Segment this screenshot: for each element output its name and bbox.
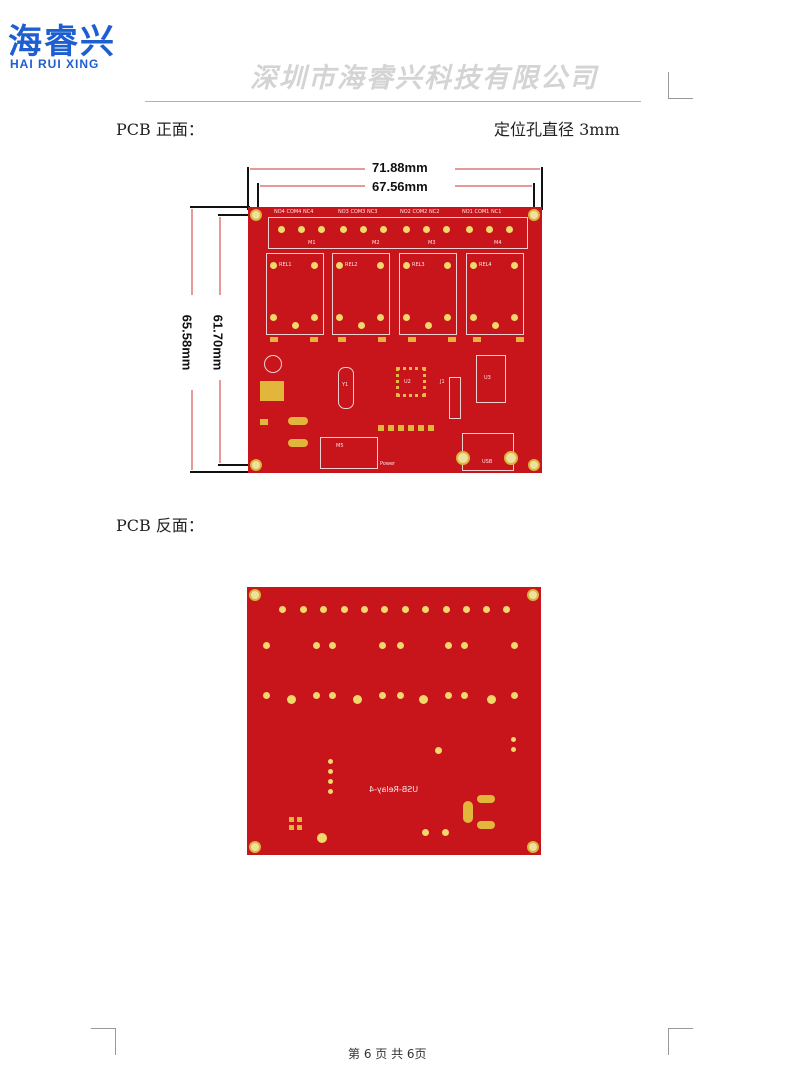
pcb-front-label: PCB 正面： bbox=[116, 120, 204, 139]
mounting-hole bbox=[528, 459, 540, 471]
chip-label: Power bbox=[380, 461, 396, 467]
company-logo: 海睿兴 bbox=[8, 22, 116, 62]
chip-label: U2 bbox=[404, 379, 411, 385]
mounting-hole bbox=[528, 209, 540, 221]
relay-footprint: REL1 bbox=[266, 253, 324, 335]
dimension-width-inner: 67.56mm bbox=[372, 179, 428, 194]
chip-label: Y1 bbox=[342, 382, 349, 388]
mounting-hole bbox=[250, 209, 262, 221]
relay-label: REL1 bbox=[279, 262, 292, 268]
module-label: M2 bbox=[372, 240, 380, 246]
page-corner-mark-bottom-left bbox=[91, 1028, 116, 1055]
module-label: M3 bbox=[428, 240, 436, 246]
chip-label: M5 bbox=[336, 443, 344, 449]
dimension-height-inner: 61.70mm bbox=[210, 314, 226, 371]
relay-label: REL2 bbox=[345, 262, 358, 268]
pcb-front-board: NO4 COM4 NC4 NO3 COM3 NC3 NO2 COM2 NC2 N… bbox=[248, 207, 542, 473]
header-divider bbox=[145, 101, 641, 102]
dimension-height-outer: 65.58mm bbox=[179, 314, 195, 371]
relay-footprint: REL4 bbox=[466, 253, 524, 335]
dimension-width-outer: 71.88mm bbox=[372, 160, 428, 175]
dimension-lines bbox=[190, 167, 543, 473]
terminal-label: NO2 COM2 NC2 bbox=[400, 209, 440, 215]
silkscreen-text: USB-Relay-4 bbox=[369, 785, 419, 794]
pcb-back-label: PCB 反面： bbox=[116, 516, 204, 535]
hole-diameter-note: 定位孔直径 3mm bbox=[494, 120, 620, 139]
chip-label: USB bbox=[482, 459, 493, 465]
company-logo-english: HAI RUI XING bbox=[10, 57, 100, 71]
relay-footprint: REL2 bbox=[332, 253, 390, 335]
pcb-front-figure: 71.88mm 67.56mm 65.58mm 61.70mm NO4 COM4… bbox=[180, 155, 550, 480]
page-corner-mark-bottom-right bbox=[668, 1028, 693, 1055]
terminal-label: NO1 COM1 NC1 bbox=[462, 209, 502, 215]
terminal-block bbox=[268, 217, 528, 249]
module-label: M1 bbox=[308, 240, 316, 246]
page-corner-mark-top-right bbox=[668, 72, 693, 99]
terminal-label: NO4 COM4 NC4 bbox=[274, 209, 314, 215]
chip-label: J1 bbox=[440, 379, 445, 385]
relay-label: REL4 bbox=[479, 262, 492, 268]
relay-label: REL3 bbox=[412, 262, 425, 268]
module-label: M4 bbox=[494, 240, 502, 246]
company-name-watermark: 深圳市海睿兴科技有限公司 bbox=[250, 63, 598, 94]
chip-label: U3 bbox=[484, 375, 491, 381]
mounting-hole bbox=[250, 459, 262, 471]
pcb-back-board: USB-Relay-4 bbox=[247, 587, 541, 855]
terminal-label: NO3 COM3 NC3 bbox=[338, 209, 378, 215]
page-number: 第 6 页 共 6页 bbox=[348, 1047, 427, 1061]
relay-footprint: REL3 bbox=[399, 253, 457, 335]
